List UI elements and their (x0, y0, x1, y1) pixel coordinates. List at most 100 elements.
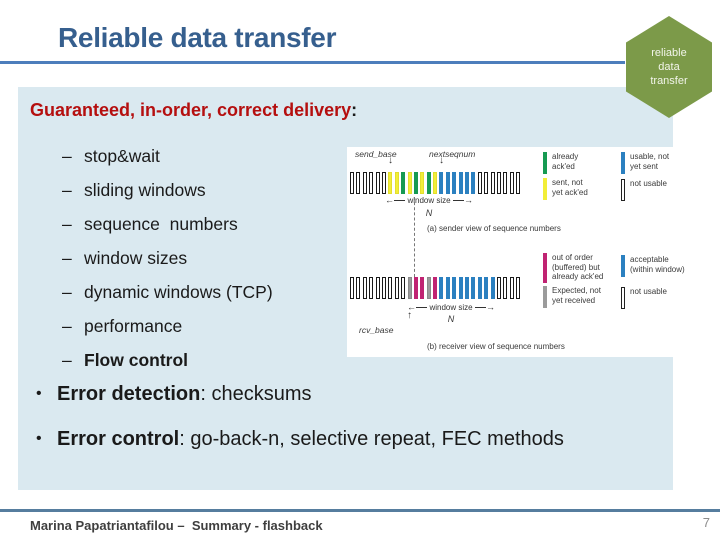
dash-marker: – (62, 146, 72, 166)
dash-marker: – (62, 282, 72, 302)
seq-number-bar (388, 172, 393, 194)
bullet-item: • Error control: go-back-n, selective rep… (36, 425, 577, 453)
seq-number-bar (503, 172, 508, 194)
seq-number-bar (509, 172, 514, 194)
seq-number-bar (433, 172, 438, 194)
seq-number-bar (452, 172, 457, 194)
seq-number-bar (369, 172, 374, 194)
legend-label: already ack'ed (552, 152, 579, 171)
legend-swatch (543, 178, 547, 200)
legend-swatch (543, 286, 547, 308)
seq-number-bar (484, 277, 489, 299)
dash-item-label: stop&wait (84, 146, 160, 166)
receiver-bar-row (350, 277, 521, 299)
sequence-number-diagram: send_base ↓ nextseqnum ↓ ← window size →… (347, 147, 720, 357)
rcv-base-label: rcv_base (359, 325, 394, 335)
legend-label: out of order (buffered) but already ack'… (552, 253, 604, 282)
nextseqnum-label: nextseqnum (429, 149, 476, 159)
dash-item-label: sliding windows (84, 180, 206, 200)
legend-swatch (543, 253, 547, 283)
seq-number-bar (496, 277, 501, 299)
dash-marker: – (62, 316, 72, 336)
seq-number-bar (477, 277, 482, 299)
legend-swatch (621, 255, 625, 277)
up-arrow-icon: ↑ (407, 310, 412, 321)
dash-marker: – (62, 248, 72, 268)
send-base-label: send_base (355, 149, 397, 159)
seq-number-bar (509, 277, 514, 299)
dash-list-item: –window sizes (62, 241, 273, 275)
legend-swatch (621, 287, 625, 309)
legend-label: not usable (630, 287, 667, 296)
bracket-line (416, 307, 428, 308)
right-arrow-icon: → (486, 302, 496, 312)
sender-bar-row (350, 172, 521, 194)
seq-number-bar (458, 172, 463, 194)
seq-number-bar (413, 277, 418, 299)
seq-number-bar (458, 277, 463, 299)
dash-item-label: performance (84, 316, 183, 336)
seq-number-bar (490, 277, 495, 299)
seq-number-bar (439, 277, 444, 299)
seq-number-bar (394, 172, 399, 194)
dash-item-label: Flow control (84, 350, 189, 370)
legend-swatch (543, 152, 547, 174)
dash-list: –stop&wait–sliding windows–sequence numb… (62, 139, 273, 377)
window-alignment-dashed-line (414, 197, 415, 277)
dash-list-item: –performance (62, 309, 273, 343)
dash-list-item: –stop&wait (62, 139, 273, 173)
dash-marker: – (62, 214, 72, 234)
badge-line: transfer (650, 75, 688, 88)
seq-number-bar (490, 172, 495, 194)
seq-number-bar (433, 277, 438, 299)
window-size-label: window size (407, 196, 451, 205)
dash-marker: – (62, 180, 72, 200)
seq-number-bar (369, 277, 374, 299)
legend-swatch (621, 179, 625, 201)
seq-number-bar (407, 277, 412, 299)
seq-number-bar (516, 172, 521, 194)
seq-number-bar (465, 277, 470, 299)
legend-item: Expected, not yet received (543, 286, 601, 308)
legend-item: not usable (621, 179, 667, 201)
heading-text: Guaranteed, in-order, correct delivery (30, 100, 352, 120)
seq-number-bar (503, 277, 508, 299)
bullet-marker: • (36, 430, 42, 447)
bullet-text: Error control: go-back-n, selective repe… (57, 428, 564, 450)
bullet-list: •Error detection: checksums•Error contro… (36, 380, 577, 470)
window-size-label: window size (429, 303, 473, 312)
receiver-window-bracket: ← window size → (407, 302, 496, 313)
page-number: 7 (702, 515, 710, 530)
legend-item: out of order (buffered) but already ack'… (543, 253, 603, 283)
receiver-caption: (b) receiver view of sequence numbers (427, 342, 565, 351)
bullet-marker: • (36, 385, 42, 402)
seq-number-bar (356, 172, 361, 194)
seq-number-bar (381, 172, 386, 194)
seq-number-bar (388, 277, 393, 299)
legend-item: not usable (621, 287, 667, 309)
dash-item-label: dynamic windows (TCP) (84, 282, 273, 302)
seq-number-bar (375, 277, 380, 299)
seq-number-bar (426, 277, 431, 299)
dash-list-item: –Flow control (62, 343, 273, 377)
legend-label: acceptable (within window) (630, 255, 685, 274)
legend-swatch (621, 152, 625, 174)
right-arrow-icon: → (464, 195, 474, 205)
seq-number-bar (350, 277, 354, 299)
seq-number-bar (401, 277, 406, 299)
seq-number-bar (350, 172, 354, 194)
seq-number-bar (375, 172, 380, 194)
legend-label: not usable (630, 179, 667, 188)
seq-number-bar (496, 172, 501, 194)
sender-window-bracket: ← window size → (385, 195, 474, 206)
left-arrow-icon: ← (385, 195, 394, 205)
bracket-line (474, 307, 487, 308)
left-arrow-icon: ← (407, 302, 416, 312)
seq-number-bar (413, 172, 418, 194)
seq-number-bar (362, 277, 367, 299)
footer-author: Marina Papatriantafilou – Summary - flas… (30, 518, 323, 533)
seq-number-bar (445, 172, 450, 194)
seq-number-bar (465, 172, 470, 194)
seq-number-bar (401, 172, 406, 194)
